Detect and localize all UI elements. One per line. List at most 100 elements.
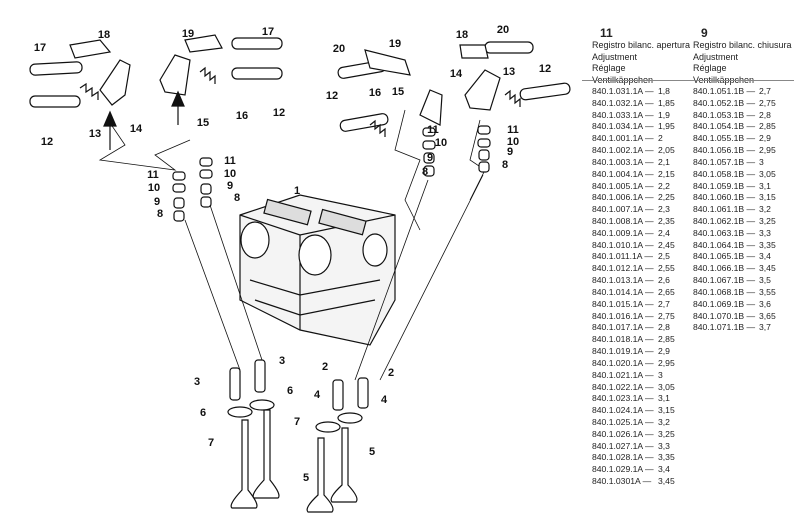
part-label: 3 bbox=[279, 355, 285, 367]
column-number: 9 bbox=[701, 26, 708, 40]
part-code: 840.1.062.1B — bbox=[693, 216, 756, 227]
part-code: 840.1.004.1A — bbox=[592, 168, 654, 179]
part-code: 840.1.059.1B — bbox=[693, 180, 756, 191]
part-code: 840.1.064.1B — bbox=[693, 239, 756, 250]
part-label: 13 bbox=[89, 128, 101, 140]
table-row: 840.1.029.1A —3,4 bbox=[592, 464, 670, 475]
thickness-value: 3 bbox=[658, 369, 663, 380]
table-row: 840.1.010.1A —2,45 bbox=[592, 240, 675, 251]
thickness-value: 3,35 bbox=[759, 239, 776, 250]
table-row: 840.1.026.1A —3,25 bbox=[592, 429, 675, 440]
part-label: 15 bbox=[197, 117, 209, 129]
table-row: 840.1.070.1B —3,65 bbox=[693, 311, 776, 322]
part-label: 9 bbox=[427, 152, 433, 164]
thickness-value: 3,35 bbox=[658, 452, 675, 463]
part-code: 840.1.029.1A — bbox=[592, 464, 654, 475]
thickness-value: 2,75 bbox=[658, 310, 675, 321]
table-row: 840.1.022.1A —3,05 bbox=[592, 382, 675, 393]
thickness-value: 2,8 bbox=[759, 109, 771, 120]
thickness-value: 3,1 bbox=[658, 393, 670, 404]
part-label: 8 bbox=[422, 166, 428, 178]
table-row: 840.1.025.1A —3,2 bbox=[592, 417, 670, 428]
part-label: 12 bbox=[41, 136, 53, 148]
part-label: 6 bbox=[200, 407, 206, 419]
table-row: 840.1.031.1A — 1,8 bbox=[592, 86, 670, 97]
part-code: 840.1.055.1B — bbox=[693, 133, 756, 144]
table-row: 840.1.002.1A —2,05 bbox=[592, 145, 675, 156]
table-row: 840.1.052.1B —2,75 bbox=[693, 98, 776, 109]
table-row: 840.1.011.1A — 2,5 bbox=[592, 251, 670, 262]
part-code: 840.1.056.1B — bbox=[693, 145, 756, 156]
table-row: 840.1.007.1A —2,3 bbox=[592, 204, 670, 215]
part-code: 840.1.014.1A — bbox=[592, 286, 654, 297]
thickness-value: 3,7 bbox=[759, 322, 771, 333]
table-row: 840.1.065.1B —3,4 bbox=[693, 251, 771, 262]
table-row: 840.1.005.1A —2,2 bbox=[592, 181, 670, 192]
table-row: 840.1.023.1A —3,1 bbox=[592, 393, 670, 404]
part-label: 12 bbox=[539, 63, 551, 75]
part-label: 8 bbox=[502, 159, 508, 171]
part-code: 840.1.006.1A — bbox=[592, 192, 654, 203]
part-code: 840.1.022.1A — bbox=[592, 381, 654, 392]
part-code: 840.1.011.1A — bbox=[592, 251, 653, 262]
table-row: 840.1.071.1B —3,7 bbox=[693, 322, 771, 333]
part-label: 9 bbox=[227, 180, 233, 192]
part-label: 11 bbox=[427, 124, 439, 136]
part-label: 14 bbox=[450, 68, 463, 80]
part-label: 10 bbox=[224, 168, 236, 180]
thickness-value: 2,25 bbox=[658, 192, 675, 203]
part-code: 840.1.031.1A — bbox=[592, 86, 654, 96]
part-label: 4 bbox=[314, 389, 321, 401]
thickness-value: 1,8 bbox=[658, 86, 670, 96]
table-row: 840.1.012.1A —2,55 bbox=[592, 263, 675, 274]
thickness-value: 3,1 bbox=[759, 180, 771, 191]
part-label: 16 bbox=[236, 110, 248, 122]
column-desc-fr: Réglage bbox=[693, 63, 727, 73]
thickness-value: 3,45 bbox=[759, 263, 776, 274]
table-row: 840.1.034.1A —1,95 bbox=[592, 121, 675, 132]
table-row: 840.1.056.1B —2,95 bbox=[693, 145, 776, 156]
part-code: 840.1.020.1A — bbox=[592, 357, 654, 368]
part-code: 840.1.012.1A — bbox=[592, 263, 654, 274]
cylinder-head bbox=[239, 194, 396, 346]
column-header-9: 9 Registro bilanc. chiusura Adjustment R… bbox=[693, 26, 792, 86]
part-label: 11 bbox=[224, 155, 236, 167]
table-row: 840.1.020.1A —2,95 bbox=[592, 358, 675, 369]
table-row: 840.1.069.1B —3,6 bbox=[693, 299, 771, 310]
column-desc-en: Adjustment bbox=[693, 51, 739, 62]
thickness-value: 2,05 bbox=[658, 145, 675, 156]
part-code: 840.1.013.1A — bbox=[592, 275, 654, 286]
thickness-value: 2,5 bbox=[658, 251, 670, 262]
part-code: 840.1.057.1B — bbox=[693, 156, 756, 167]
part-label: 2 bbox=[388, 367, 394, 379]
table-row: 840.1.067.1B —3,5 bbox=[693, 275, 771, 286]
thickness-value: 3,05 bbox=[759, 168, 776, 179]
part-label: 6 bbox=[287, 385, 293, 397]
column-number: 11 bbox=[600, 26, 613, 40]
column-desc-it: Registro bilanc. apertura bbox=[592, 40, 691, 50]
part-code: 840.1.005.1A — bbox=[592, 180, 654, 191]
thickness-value: 3,15 bbox=[658, 405, 675, 416]
part-code: 840.1.025.1A — bbox=[592, 416, 654, 427]
table-row: 840.1.059.1B —3,1 bbox=[693, 181, 771, 192]
thickness-value: 2,7 bbox=[658, 298, 670, 309]
thickness-value: 2,4 bbox=[658, 227, 670, 238]
table-row: 840.1.009.1A —2,4 bbox=[592, 228, 670, 239]
part-label: 11 bbox=[147, 169, 159, 181]
thickness-value: 3,65 bbox=[759, 310, 776, 321]
part-label: 1 bbox=[294, 185, 300, 197]
part-code: 840.1.058.1B — bbox=[693, 168, 756, 179]
thickness-value: 3,2 bbox=[759, 204, 771, 215]
part-code: 840.1.008.1A — bbox=[592, 216, 654, 227]
part-label: 17 bbox=[262, 26, 274, 38]
part-code: 840.1.0301A — bbox=[592, 476, 652, 487]
table-row: 840.1.061.1B —3,2 bbox=[693, 204, 771, 215]
part-label: 12 bbox=[273, 107, 285, 119]
table-row: 840.1.0301A —3,45 bbox=[592, 476, 675, 487]
part-code: 840.1.015.1A — bbox=[592, 298, 654, 309]
thickness-value: 2,9 bbox=[658, 346, 670, 357]
part-code: 840.1.010.1A — bbox=[592, 239, 654, 250]
table-row: 840.1.055.1B —2,9 bbox=[693, 133, 771, 144]
table-row: 840.1.066.1B —3,45 bbox=[693, 263, 776, 274]
